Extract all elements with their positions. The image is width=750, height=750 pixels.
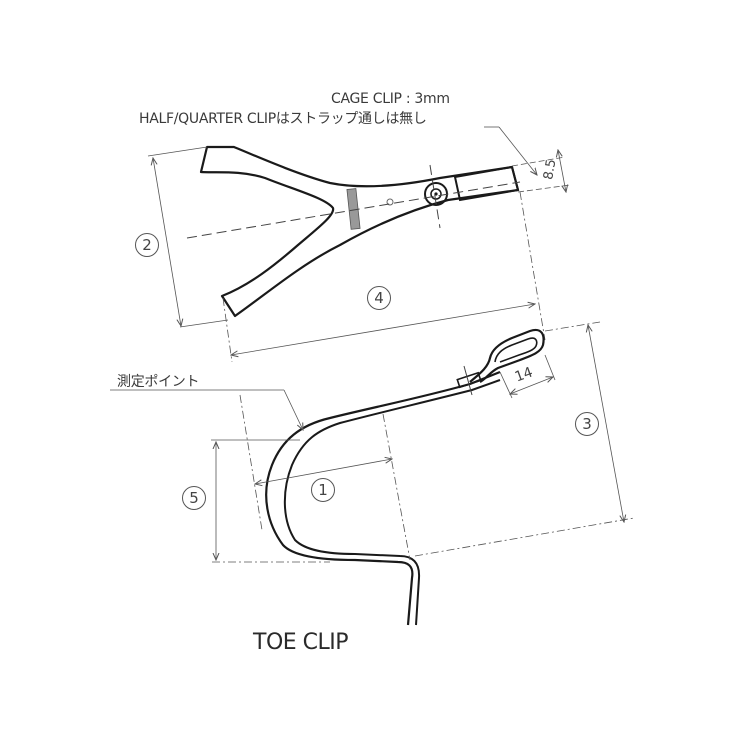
side-view-clip: [265, 328, 545, 626]
logo-stamp: [346, 188, 361, 230]
dimension-5: [211, 439, 330, 563]
drawing-title: TOE CLIP: [253, 630, 349, 655]
callout-4: 4: [367, 286, 391, 310]
note-leader: [484, 126, 537, 175]
callout-1: 1: [311, 478, 335, 502]
top-view-clip: [186, 145, 521, 318]
dimension-4: [222, 191, 546, 363]
measurement-point-label: 測定ポイント: [117, 374, 200, 390]
half-quarter-clip-note: HALF/QUARTER CLIPはストラップ通しは無し: [139, 111, 427, 127]
dimension-1: [239, 394, 411, 561]
dimension-8-5: [511, 150, 571, 192]
measurement-point-leader: [110, 389, 303, 430]
callout-3: 3: [575, 412, 599, 436]
dimension-3: [414, 321, 635, 557]
cage-clip-note: CAGE CLIP : 3mm: [331, 91, 450, 107]
dimension-14: [499, 354, 556, 399]
dimension-2: [147, 146, 229, 328]
callout-2: 2: [135, 233, 159, 257]
callout-5: 5: [182, 486, 206, 510]
